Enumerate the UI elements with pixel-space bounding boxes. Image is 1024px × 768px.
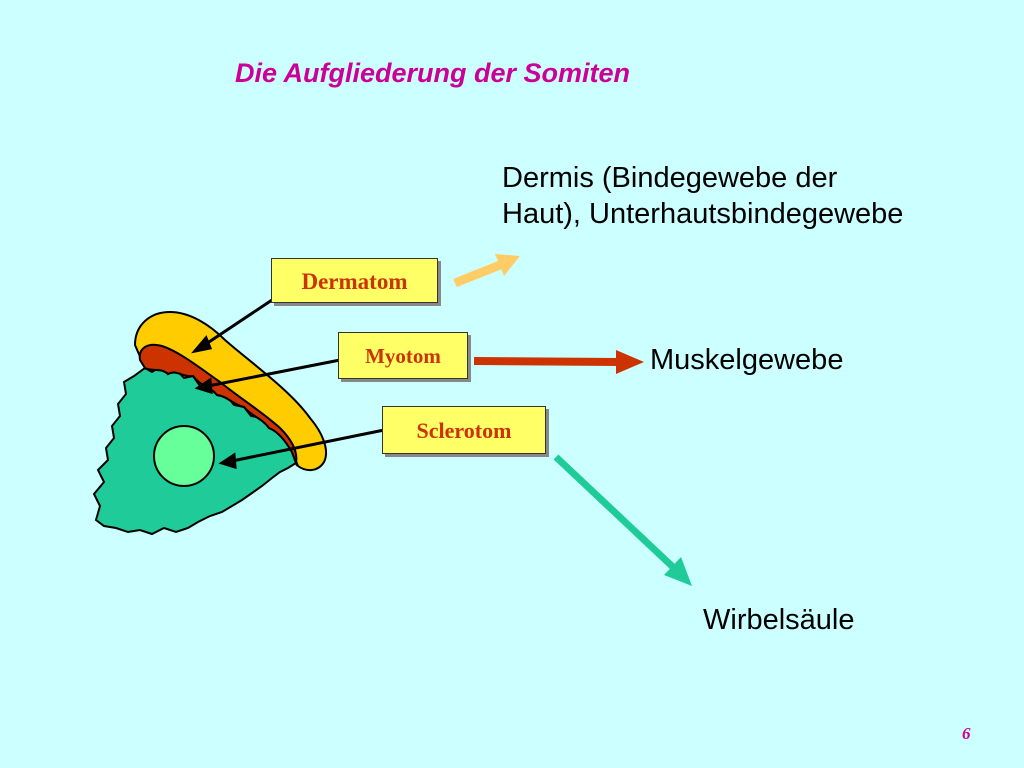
dermis-line-2: Haut), Unterhautsbindegewebe [502,198,904,230]
myotom-label: Myotom [338,332,468,379]
page-number: 6 [962,724,971,743]
dermatom-label: Dermatom [271,258,438,303]
arrow-to-dermis [453,254,520,288]
myotom-shape [138,343,298,467]
muskel-target: Muskelgewebe [650,344,844,376]
sclerotom-pointer [231,428,385,463]
arrow-to-wirbel [553,454,692,586]
slide-title: Die Aufgliederung der Somiten [235,58,631,88]
wirbel-target: Wirbelsäule [703,604,855,636]
arrow-to-muskel [473,350,644,374]
dermis-line-1: Dermis (Bindegewebe der [502,162,838,194]
dermis-target: Dermis (Bindegewebe der Haut), Unterhaut… [502,160,1002,232]
myotom-pointer [207,358,341,388]
dermatom-pointer [202,298,273,348]
sclerotom-label: Sclerotom [382,406,546,454]
notochord-circle [153,425,215,487]
